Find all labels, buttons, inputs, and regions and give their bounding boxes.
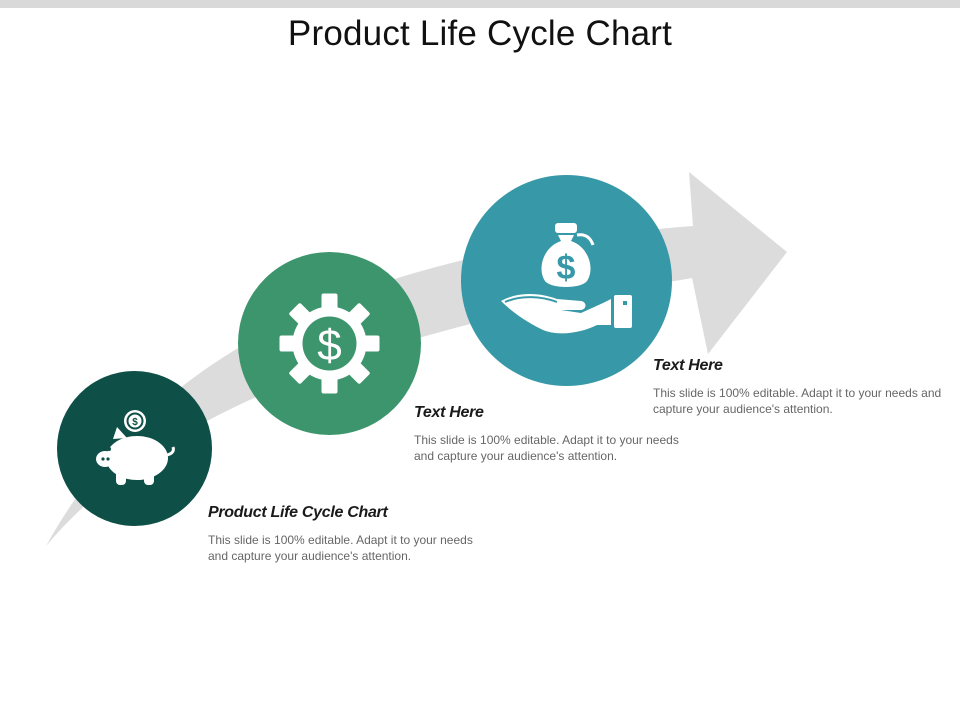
dollar-gear-icon: $ xyxy=(279,293,380,394)
stage-circle-1: $ xyxy=(57,371,212,526)
svg-text:$: $ xyxy=(557,249,576,287)
stage-body-2: This slide is 100% editable. Adapt it to… xyxy=(414,433,679,463)
stage-circle-2: $ xyxy=(238,252,421,435)
stage-heading-2: Text Here xyxy=(414,404,484,421)
stage-caption-1: Product Life Cycle Chart This slide is 1… xyxy=(208,504,488,564)
stage-body-1: This slide is 100% editable. Adapt it to… xyxy=(208,533,473,563)
top-bar xyxy=(0,0,960,8)
svg-text:$: $ xyxy=(317,321,341,370)
stage-caption-3: Text Here This slide is 100% editable. A… xyxy=(653,357,943,417)
stage-caption-2: Text Here This slide is 100% editable. A… xyxy=(414,404,694,464)
svg-text:$: $ xyxy=(132,417,138,428)
slide-title: Product Life Cycle Chart xyxy=(287,14,673,53)
stage-circle-3: $ xyxy=(461,175,672,386)
money-bag-hand-icon: $ xyxy=(501,223,632,334)
stage-heading-3: Text Here xyxy=(653,357,723,374)
stage-body-3: This slide is 100% editable. Adapt it to… xyxy=(653,386,942,416)
piggy-bank-icon: $ xyxy=(96,410,175,485)
stage-heading-1: Product Life Cycle Chart xyxy=(208,504,388,521)
